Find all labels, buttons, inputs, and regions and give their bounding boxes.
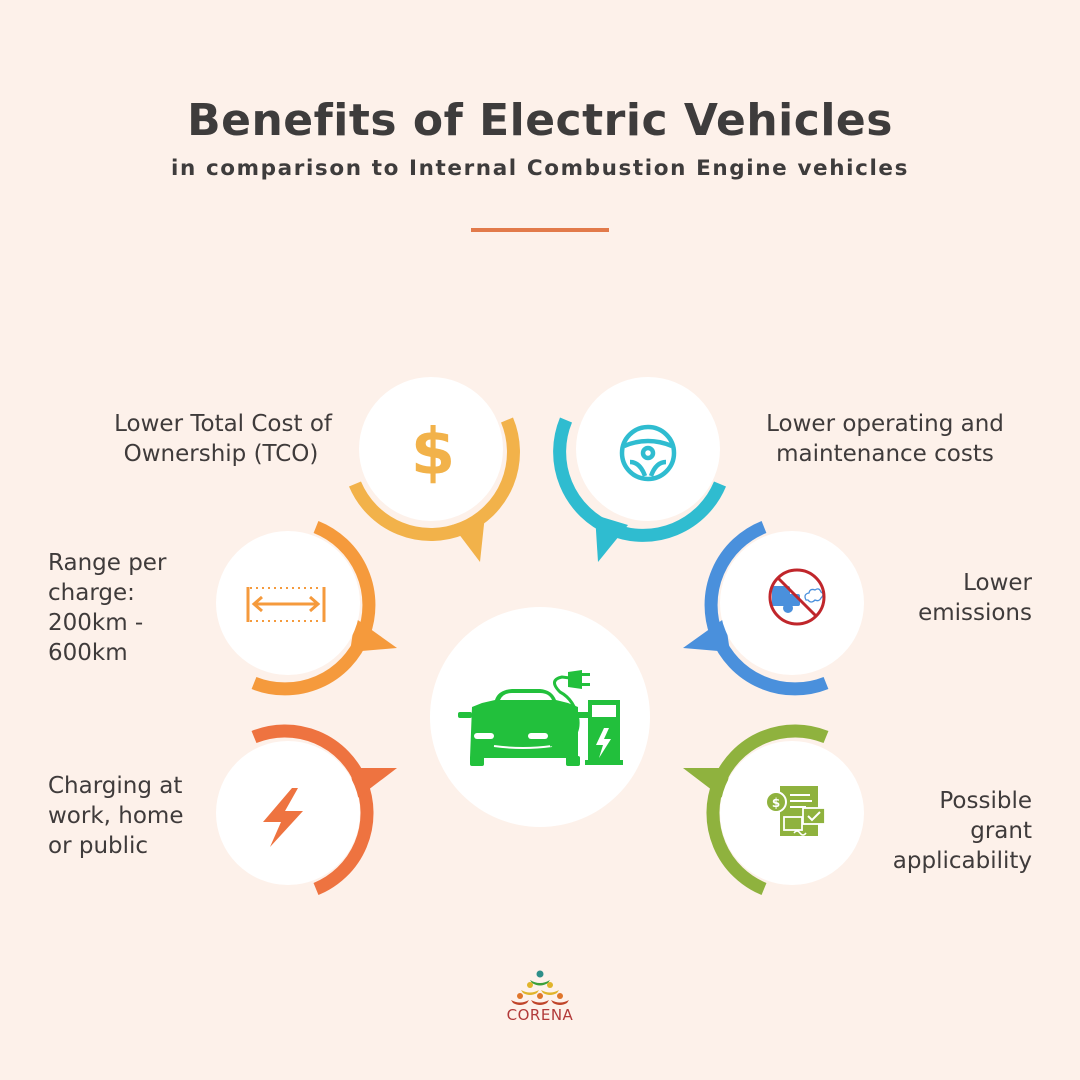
benefit-label-line: 200km - [48, 610, 144, 636]
lightning-bolt-icon [263, 788, 303, 847]
range-arrow-icon [246, 587, 326, 622]
benefit-label-line: Ownership (TCO) [123, 441, 319, 467]
benefit-label-tco: Lower Total Cost of Ownership (TCO) [70, 409, 332, 469]
svg-text:$: $ [411, 416, 456, 490]
benefit-label-line: applicability [892, 848, 1032, 874]
benefit-label-line: Charging at [48, 773, 183, 799]
benefit-label-line: Lower [963, 570, 1032, 596]
benefit-label-line: 600km [48, 640, 128, 666]
bubble-charging [216, 724, 397, 896]
benefit-label-line: grant [970, 818, 1032, 844]
page-title: Benefits of Electric Vehicles [187, 95, 893, 146]
benefit-label-charging: Charging at work, home or public [48, 771, 218, 861]
no-emissions-icon [768, 568, 826, 626]
title-divider [471, 228, 609, 232]
steering-wheel-icon [619, 424, 677, 482]
page-subtitle: in comparison to Internal Combustion Eng… [170, 156, 910, 181]
corena-people-icon [511, 970, 569, 1005]
benefit-label-line: or public [48, 833, 149, 859]
bubble-emissions [683, 520, 864, 696]
benefit-label-line: Possible [939, 788, 1032, 814]
corena-logo-text: CORENA [506, 1006, 574, 1024]
bubble-grant: $ [683, 724, 864, 896]
benefit-label-line: Lower Total Cost of [114, 411, 332, 437]
ev-charging-station-icon [458, 670, 623, 766]
benefit-label-line: work, home [48, 803, 184, 829]
grant-document-icon: $ [765, 786, 826, 836]
benefit-label-grant: Possible grant applicability [862, 786, 1032, 876]
benefit-label-line: Lower operating and [766, 411, 1004, 437]
benefit-label-range: Range per charge: 200km - 600km [48, 548, 208, 668]
benefit-label-line: maintenance costs [776, 441, 994, 467]
benefit-label-operating: Lower operating and maintenance costs [745, 409, 1025, 469]
bubble-tco: $ [349, 377, 520, 562]
bubble-range [216, 520, 397, 696]
benefit-label-line: Range per [48, 550, 167, 576]
dollar-icon: $ [411, 416, 456, 490]
bubble-operating [553, 377, 726, 562]
benefit-label-line: emissions [918, 600, 1032, 626]
svg-text:$: $ [772, 796, 780, 810]
benefit-label-line: charge: [48, 580, 135, 606]
benefit-label-emissions: Lower emissions [870, 568, 1032, 628]
center-ev-illustration [430, 607, 650, 827]
corena-logo: CORENA [500, 968, 580, 1026]
